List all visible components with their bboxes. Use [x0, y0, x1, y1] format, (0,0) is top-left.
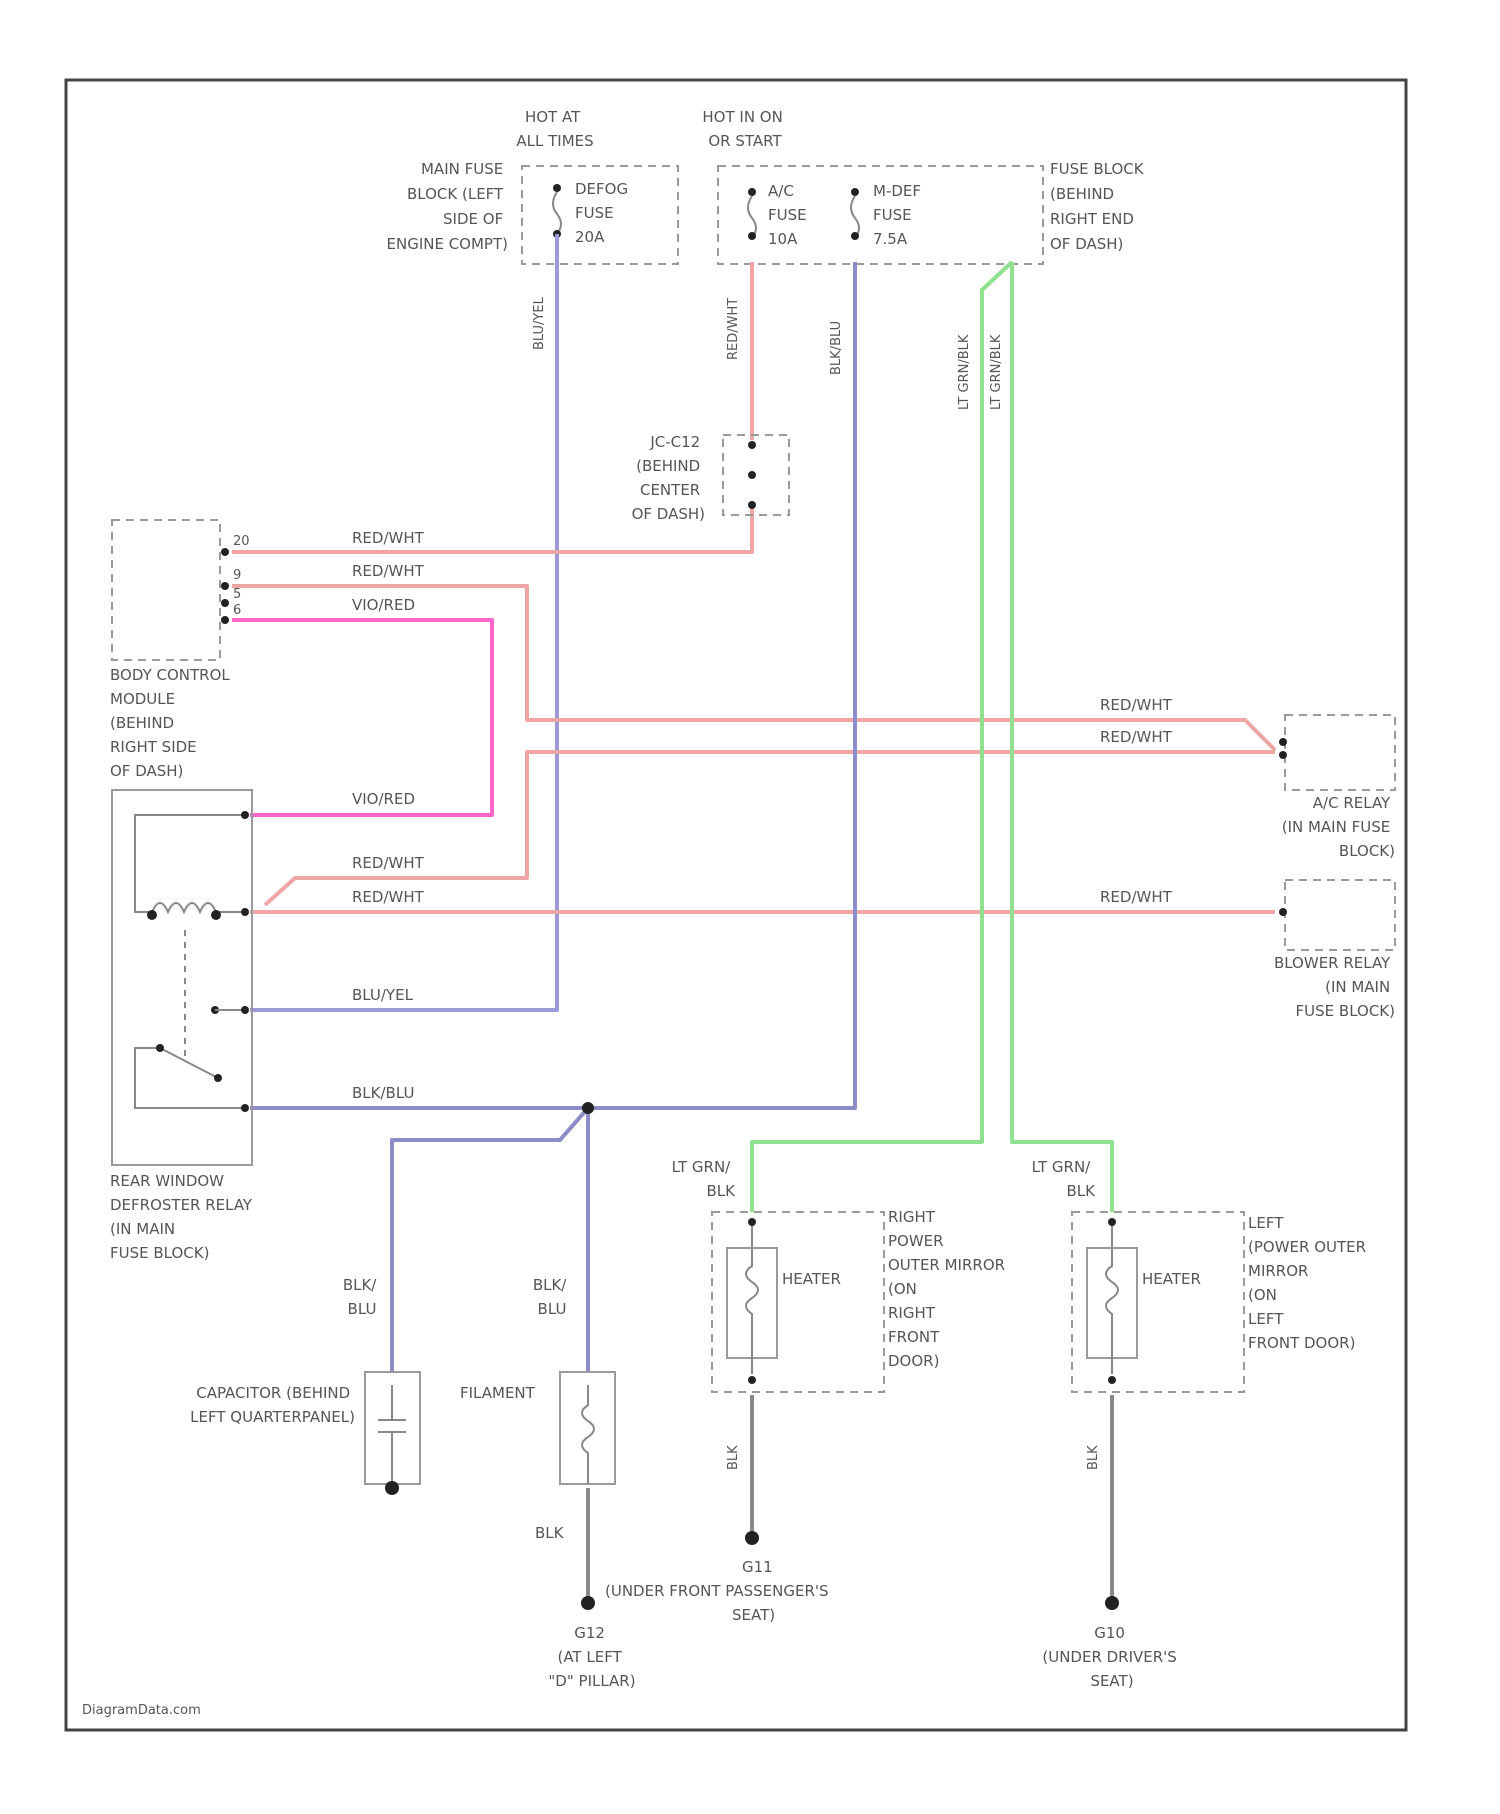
red-wht-label-bcm-9: RED/WHT [352, 562, 425, 580]
red-wht-label-relay-2: RED/WHT [352, 888, 425, 906]
lt-grn-label-vertical-1: LT GRN/BLK [957, 334, 972, 410]
red-wht-label-bcm-20: RED/WHT [352, 529, 425, 547]
jc-connector-pins [748, 441, 756, 509]
filament-symbol [582, 1385, 594, 1484]
blk-label-right-heater: BLK [726, 1445, 741, 1470]
blk-label-filament: BLK [535, 1524, 565, 1542]
right-heater-pin-top [748, 1218, 756, 1226]
left-heater-label: HEATER [1142, 1270, 1201, 1288]
blk-blu-wire-fuse [588, 262, 855, 1108]
ac-fuse-label: A/C FUSE 10A [768, 182, 811, 248]
ac-relay-label: A/C RELAY (IN MAIN FUSE BLOCK) [1282, 794, 1395, 860]
blower-relay-pin [1279, 908, 1287, 916]
main-fuse-block-label: MAIN FUSE BLOCK (LEFT SIDE OF ENGINE COM… [387, 160, 509, 253]
hot-in-on-or-start-label: HOT IN ON OR START [702, 108, 787, 150]
mdef-fuse [851, 188, 859, 240]
red-wht-label-relay-1: RED/WHT [352, 854, 425, 872]
bcm-pin-9: 9 [233, 568, 241, 583]
red-wht-label-ac-relay-1: RED/WHT [1100, 696, 1173, 714]
blower-relay-label: BLOWER RELAY (IN MAIN FUSE BLOCK) [1274, 954, 1395, 1020]
lt-grn-blk-label-right: LT GRN/ BLK [672, 1158, 736, 1200]
left-heater-pin-bottom [1108, 1376, 1116, 1384]
right-heater-label: HEATER [782, 1270, 841, 1288]
left-heater-pin-top [1108, 1218, 1116, 1226]
defog-fuse [553, 184, 561, 238]
g12-ground-label: G12 (AT LEFT "D" PILLAR) [548, 1624, 635, 1690]
blk-blu-label-capacitor: BLK/ BLU [343, 1276, 381, 1318]
left-mirror-label: LEFT (POWER OUTER MIRROR (ON LEFT FRONT … [1248, 1214, 1371, 1352]
lt-grn-blk-label-left: LT GRN/ BLK [1032, 1158, 1096, 1200]
g11-ground-label: G11 (UNDER FRONT PASSENGER'S SEAT) [605, 1558, 833, 1624]
red-wht-label-blower: RED/WHT [1100, 888, 1173, 906]
right-heater-symbol [746, 1222, 758, 1374]
bcm-pin-20: 20 [233, 534, 250, 549]
lt-grn-blk-wire-right [752, 262, 1012, 1212]
blk-blu-splice [582, 1102, 594, 1114]
mdef-fuse-label: M-DEF FUSE 7.5A [873, 182, 926, 248]
fuse-block-label: FUSE BLOCK (BEHIND RIGHT END OF DASH) [1050, 160, 1148, 253]
blk-blu-label-filament: BLK/ BLU [533, 1276, 571, 1318]
blk-blu-label-relay: BLK/BLU [352, 1084, 414, 1102]
g11-ground-dot [745, 1531, 759, 1545]
ac-relay-pin-2 [1279, 751, 1287, 759]
hot-at-all-times-label: HOT AT ALL TIMES [516, 108, 593, 150]
ac-relay-box [1285, 715, 1395, 790]
capacitor-symbol [378, 1385, 406, 1484]
bcm-pin-6: 6 [233, 603, 241, 618]
defroster-relay-pins [241, 811, 249, 1112]
blk-blu-wire-to-capacitor [392, 1108, 588, 1372]
left-mirror-box [1072, 1212, 1244, 1392]
vio-red-wire [232, 620, 492, 815]
g10-ground-label: G10 (UNDER DRIVER'S SEAT) [1042, 1624, 1181, 1690]
right-heater-pin-bottom [748, 1376, 756, 1384]
watermark: DiagramData.com [82, 1703, 201, 1718]
defroster-relay-internals [135, 815, 245, 1108]
defroster-relay-label: REAR WINDOW DEFROSTER RELAY (IN MAIN FUS… [110, 1172, 257, 1262]
capacitor-label: CAPACITOR (BEHIND LEFT QUARTERPANEL) [190, 1384, 355, 1426]
bcm-box [112, 520, 220, 660]
g12-ground-dot [581, 1596, 595, 1610]
left-heater-symbol [1106, 1222, 1118, 1374]
vio-red-label-relay: VIO/RED [352, 790, 415, 808]
right-mirror-label: RIGHT POWER OUTER MIRROR (ON RIGHT FRONT… [888, 1208, 1010, 1370]
bcm-pins [221, 548, 229, 624]
right-mirror-box [712, 1212, 884, 1392]
blk-blu-label-vertical: BLK/BLU [829, 321, 844, 375]
blk-label-left-heater: BLK [1086, 1445, 1101, 1470]
lt-grn-blk-wire-left [1012, 262, 1112, 1212]
jc-connector-label: JC-C12 (BEHIND CENTER OF DASH) [632, 433, 705, 523]
ac-fuse [748, 188, 756, 240]
ac-relay-pin-1 [1279, 738, 1287, 746]
blower-relay-box [1285, 880, 1395, 950]
defog-fuse-label: DEFOG FUSE 20A [575, 180, 633, 246]
red-wht-label-ac-relay-2: RED/WHT [1100, 728, 1173, 746]
capacitor-ground-dot [385, 1481, 399, 1495]
vio-red-label-bcm-5: VIO/RED [352, 596, 415, 614]
lt-grn-label-vertical-2: LT GRN/BLK [989, 334, 1004, 410]
g10-ground-dot [1105, 1596, 1119, 1610]
bcm-label: BODY CONTROL MODULE (BEHIND RIGHT SIDE O… [110, 666, 235, 780]
bcm-pin-5: 5 [233, 587, 241, 602]
red-wht-wire-ac-relay-to-def-relay [265, 752, 1275, 905]
red-wht-label-vertical: RED/WHT [726, 298, 741, 360]
filament-label: FILAMENT [460, 1384, 536, 1402]
wires [232, 234, 1275, 1600]
blu-yel-label-vertical: BLU/YEL [532, 296, 547, 350]
blu-yel-label-relay: BLU/YEL [352, 986, 414, 1004]
